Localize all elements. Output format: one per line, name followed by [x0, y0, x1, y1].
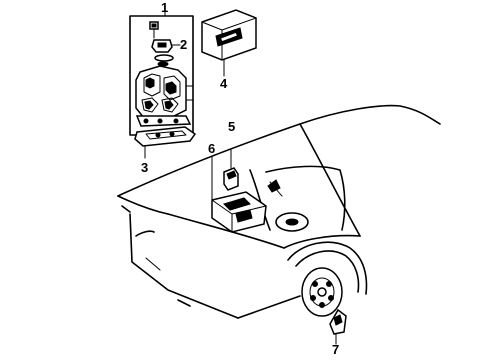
part-6-electronic-unit — [211, 185, 267, 233]
wheel-hub — [301, 267, 343, 317]
callout-leaders — [177, 44, 337, 345]
callout-2: 2 — [180, 37, 187, 52]
part-7-wheel-sensor — [329, 308, 347, 345]
callout-5: 5 — [228, 119, 235, 134]
part-4-control-module — [201, 9, 257, 71]
mounting-bracket-plate — [135, 115, 192, 127]
part-2-sensor — [151, 39, 179, 67]
vehicle-body-outline — [117, 104, 441, 319]
modulator-body — [135, 65, 194, 119]
part-3-bracket — [134, 126, 197, 159]
bolt-component — [149, 21, 159, 39]
callout-4: 4 — [220, 76, 228, 91]
callout-7: 7 — [332, 342, 339, 357]
callout-3: 3 — [141, 160, 148, 175]
callout-6: 6 — [208, 141, 215, 156]
part-5-relay — [223, 149, 239, 191]
callout-1: 1 — [161, 0, 168, 15]
